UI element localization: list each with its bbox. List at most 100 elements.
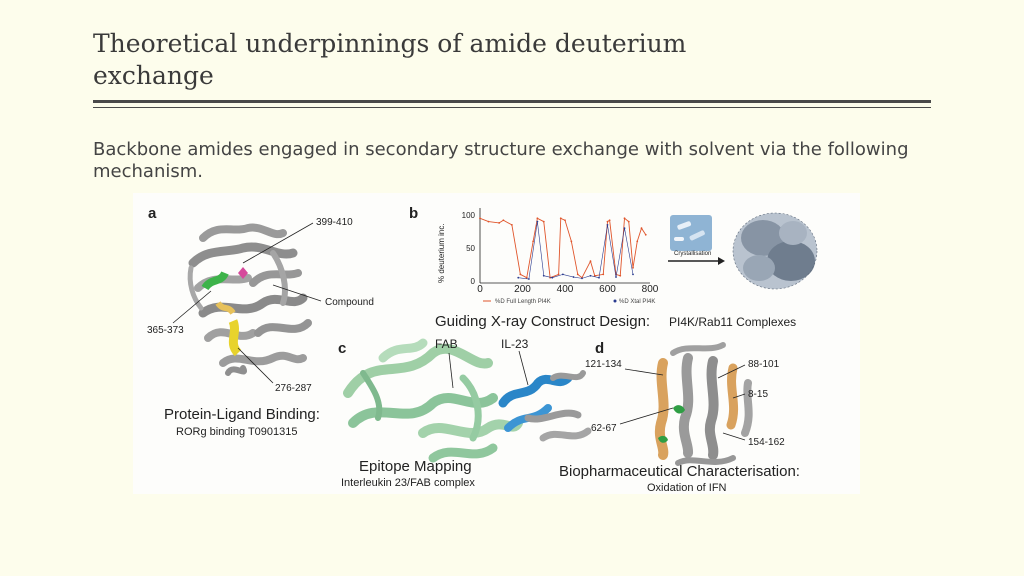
data-point (606, 224, 609, 226)
body-paragraph: Backbone amides engaged in secondary str… (93, 139, 909, 182)
panel-d-label-88-101: 88-101 (748, 359, 780, 370)
panel-a-label-365-373: 365-373 (147, 325, 184, 336)
data-point (570, 240, 573, 243)
data-point (542, 220, 545, 223)
panel-b-letter: b (409, 205, 418, 222)
panel-a-label-276-287: 276-287 (275, 383, 312, 394)
data-point (632, 273, 634, 276)
data-point (502, 219, 505, 222)
data-point (589, 274, 592, 277)
data-point (581, 277, 583, 280)
panel-d-letter: d (595, 340, 604, 357)
data-point (479, 217, 481, 220)
data-point (564, 219, 566, 222)
panel-a-subcaption: RORg binding T0901315 (176, 426, 298, 438)
data-point (487, 220, 490, 223)
data-point (608, 219, 611, 222)
panel-a-label-compound: Compound (325, 297, 374, 308)
legend-xtal: %D Xtal PI4K (619, 299, 655, 305)
panel-c: c FAB IL-23 Epitope Mapping Interleukin … (338, 337, 592, 489)
data-point (498, 222, 501, 224)
data-point (576, 273, 579, 276)
arrow-head-icon (718, 257, 725, 265)
data-point (589, 260, 592, 263)
data-point (606, 220, 609, 223)
data-point (632, 266, 634, 269)
panel-d-label-154-162: 154-162 (748, 437, 785, 448)
panel-a-letter: a (148, 205, 157, 222)
data-point (519, 273, 522, 276)
data-point (636, 240, 639, 243)
panel-a-yellow-segment (228, 319, 242, 357)
panel-d-green-segment-2 (658, 435, 668, 443)
figure-canvas: a 399-410 Compound 365-373 276-287 Pro (147, 205, 818, 494)
data-point (542, 274, 545, 277)
x-tick-label: 400 (557, 284, 574, 295)
panel-a-orange-segment (215, 301, 236, 315)
panel-a-protein-ribbon (187, 223, 312, 376)
data-point (561, 273, 564, 276)
data-point (619, 274, 622, 277)
data-point (532, 240, 535, 243)
data-point (517, 276, 520, 279)
data-point (536, 217, 539, 220)
data-point (557, 273, 560, 276)
data-point (598, 276, 600, 279)
panel-a-label-399-410: 399-410 (316, 217, 353, 228)
crystallisation-label: Crystallisation (674, 251, 711, 257)
panel-a-green-segment (201, 271, 229, 291)
data-point (525, 276, 528, 279)
data-point (551, 276, 554, 279)
data-point (615, 276, 617, 278)
x-tick-label: 200 (514, 284, 531, 295)
panel-b-caption-tail: PI4K/Rab11 Complexes (669, 315, 796, 329)
panel-d-label-8-15: 8-15 (748, 389, 768, 400)
data-point (572, 276, 575, 278)
il23-structure (498, 370, 592, 442)
panel-b-caption-main: Guiding X-ray Construct Design: (435, 313, 650, 330)
title-divider-thin (93, 107, 931, 108)
data-point (623, 217, 626, 220)
data-point (623, 227, 626, 230)
data-point (593, 274, 596, 277)
panel-c-label-il23: IL-23 (501, 337, 529, 351)
title-divider-thick (93, 100, 931, 103)
x-tick-label: 800 (642, 284, 659, 295)
legend-swatch-xtal (613, 299, 617, 303)
panel-d-caption: Biopharmaceutical Characterisation: (559, 463, 800, 480)
crystal-image (670, 215, 712, 251)
panel-c-label-fab: FAB (435, 337, 458, 351)
panel-b-y-ticks: 100 50 0 (462, 211, 476, 286)
panel-d: d 121-134 88-101 8-15 62-67 154-162 Biop… (559, 340, 800, 494)
data-point (559, 217, 562, 220)
panel-c-caption: Epitope Mapping (359, 458, 472, 475)
panel-d-green-segment (673, 405, 685, 414)
data-point (640, 227, 643, 230)
panel-a: a 399-410 Compound 365-373 276-287 Pro (147, 205, 374, 438)
panel-b-series (479, 217, 647, 280)
crystal-structure-image (732, 212, 818, 290)
series-line-xtal (518, 221, 634, 280)
ifn-structure (654, 342, 753, 466)
x-tick-label: 600 (599, 284, 616, 295)
y-tick-label: 0 (471, 277, 476, 286)
slide-title: Theoretical underpinnings of amide deute… (93, 29, 687, 90)
x-tick-label: 0 (477, 284, 483, 295)
panel-b-ylabel: % deuterium inc. (437, 223, 446, 283)
panel-d-label-62-67: 62-67 (591, 423, 617, 434)
panel-a-ligand (238, 267, 248, 279)
legend-full-length: %D Full Length PI4K (495, 299, 551, 305)
y-tick-label: 100 (462, 211, 476, 220)
data-point (536, 220, 539, 223)
panel-c-subcaption: Interleukin 23/FAB complex (341, 477, 475, 489)
data-point (627, 220, 630, 223)
panel-d-label-121-134: 121-134 (585, 359, 622, 370)
fab-structure (343, 338, 523, 463)
composite-figure: a 399-410 Compound 365-373 276-287 Pro (133, 193, 860, 494)
y-tick-label: 50 (466, 244, 475, 253)
data-point (510, 224, 513, 226)
panel-c-letter: c (338, 340, 346, 357)
panel-d-subcaption: Oxidation of IFN (647, 482, 727, 494)
panel-b-x-ticks: 0 200 400 600 800 (477, 284, 659, 295)
